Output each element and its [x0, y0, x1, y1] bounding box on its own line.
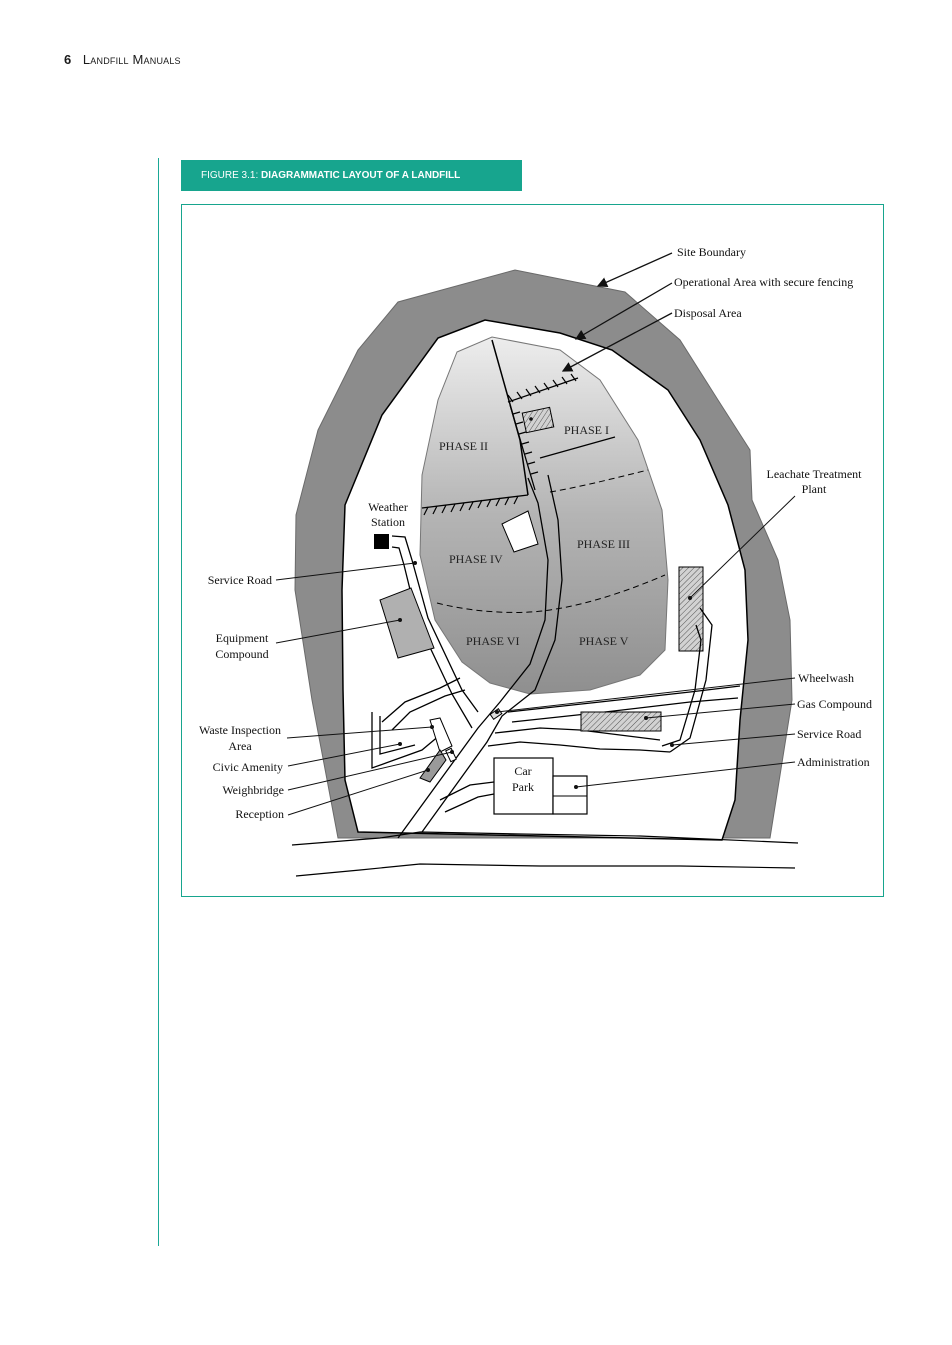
label-reception: Reception: [235, 807, 284, 821]
phase-i-inner-bank: [509, 404, 536, 491]
phase-iv-cell: [501, 510, 539, 553]
label-weather-2: Station: [371, 515, 405, 529]
haul-road: [397, 474, 563, 839]
phase-vi-label: PHASE VI: [466, 634, 519, 648]
phase-iii-label: PHASE III: [577, 537, 630, 551]
phase-i-cell: [521, 406, 555, 434]
reception-building: [419, 749, 447, 783]
leader-dots: [398, 417, 692, 789]
label-wheelwash: Wheelwash: [798, 671, 854, 685]
civic-amenity-road: [371, 677, 466, 769]
label-leachate-1: Leachate Treatment: [767, 467, 863, 481]
label-equipment-2: Compound: [215, 647, 268, 661]
page-number: 6: [64, 52, 72, 67]
disposal-area: [419, 336, 669, 695]
label-waste-inspection-1: Waste Inspection: [199, 723, 281, 737]
phase-i-bank-hatch: [507, 373, 577, 403]
service-road-east: [487, 727, 671, 753]
figure-caption-banner: FIGURE 3.1: DIAGRAMMATIC LAYOUT OF A LAN…: [181, 160, 522, 191]
public-road-edge-top: [291, 831, 799, 846]
label-service-road-left: Service Road: [208, 573, 272, 587]
figure-title: DIAGRAMMATIC LAYOUT OF A LANDFILL: [261, 170, 461, 181]
car-park-access: [439, 781, 495, 813]
label-weather-1: Weather: [368, 500, 408, 514]
figure-number: FIGURE 3.1:: [201, 170, 259, 181]
label-site-boundary: Site Boundary: [677, 245, 746, 259]
car-park: [493, 757, 554, 815]
wheelwash-road: [507, 685, 741, 723]
phase-i-inner-hatch: [512, 411, 539, 475]
phase-i-line: [539, 436, 616, 459]
leader-operational-area: [574, 282, 673, 340]
leader-lines: [275, 495, 796, 816]
phase-v-label: PHASE V: [579, 634, 629, 648]
phase-iv-bank-hatch: [423, 495, 519, 516]
label-administration: Administration: [797, 755, 870, 769]
phase-iii-dashed: [549, 469, 649, 493]
label-car-park-1: Car: [514, 764, 531, 778]
running-head: 6 Landfill Manuals: [64, 52, 181, 67]
leader-site-boundary: [596, 252, 673, 288]
label-car-park-2: Park: [512, 780, 534, 794]
gas-compound: [580, 711, 662, 732]
waste-inspection-area: [429, 717, 453, 753]
weather-station-icon: [374, 534, 389, 549]
phase-iv-label: PHASE IV: [449, 552, 503, 566]
phase-ii-label: PHASE II: [439, 439, 488, 453]
label-waste-inspection-2: Area: [228, 739, 252, 753]
label-gas-compound: Gas Compound: [797, 697, 872, 711]
administration-building: [552, 775, 588, 815]
equipment-compound: [379, 587, 435, 659]
label-civic-amenity: Civic Amenity: [213, 760, 283, 774]
phase-vi-dashed: [436, 574, 666, 613]
weighbridge-icon: [445, 747, 457, 763]
journal-title: Landfill Manuals: [82, 52, 181, 67]
leachate-road: [661, 607, 713, 753]
label-disposal-area: Disposal Area: [674, 306, 742, 320]
leader-disposal-area: [561, 312, 673, 372]
label-equipment-1: Equipment: [216, 631, 269, 645]
phase-i-bank: [507, 377, 579, 403]
leachate-plant: [678, 566, 704, 652]
left-margin-rule: [158, 158, 159, 1246]
phase-iv-bank: [421, 494, 529, 509]
label-operational-area: Operational Area with secure fencing: [674, 275, 853, 289]
public-road-edge-bottom: [295, 863, 796, 877]
label-weighbridge: Weighbridge: [222, 783, 284, 797]
phase-i-label: PHASE I: [564, 423, 609, 437]
label-leachate-2: Plant: [802, 482, 827, 496]
label-service-road-right: Service Road: [797, 727, 861, 741]
